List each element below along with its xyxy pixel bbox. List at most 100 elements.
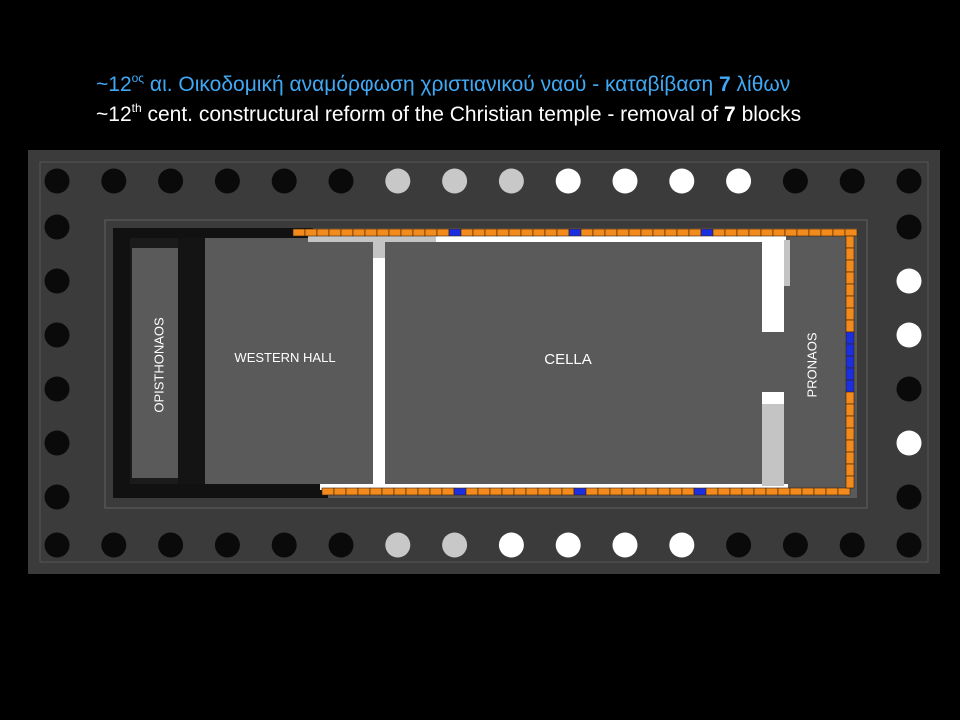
column-south-7 — [385, 532, 411, 558]
opisthonaos-divider — [178, 238, 205, 484]
wall-block-north-37 — [724, 228, 738, 237]
column-north-16 — [896, 168, 922, 194]
opisthonaos-top-wall — [113, 228, 313, 238]
wall-block-east-1 — [845, 235, 855, 249]
wall-block-north-33 — [676, 228, 690, 237]
wall-block-north-12 — [424, 228, 438, 237]
wall-block-north-23 — [556, 228, 570, 237]
column-east-3 — [896, 322, 922, 348]
column-north-2 — [101, 168, 127, 194]
column-north-4 — [214, 168, 240, 194]
column-north-7 — [385, 168, 411, 194]
column-south-11 — [612, 532, 638, 558]
wall-block-south-39 — [777, 487, 791, 496]
wall-block-east-5 — [845, 283, 855, 297]
wall-block-south-24 — [597, 487, 611, 496]
wall-block-south-31 — [681, 487, 695, 496]
wall-block-north-21 — [532, 228, 546, 237]
wall-block-east-9 — [845, 331, 855, 345]
room-label-opisthonaos: OPISTHONAOS — [151, 317, 166, 413]
north-wall — [308, 236, 786, 242]
column-south-15 — [839, 532, 865, 558]
column-north-10 — [555, 168, 581, 194]
column-south-9 — [498, 532, 524, 558]
wall-block-north-8 — [376, 228, 390, 237]
wall-block-east-18 — [845, 439, 855, 453]
column-south-12 — [669, 532, 695, 558]
column-west-1 — [44, 214, 70, 240]
column-south-10 — [555, 532, 581, 558]
column-north-1 — [44, 168, 70, 194]
wall-block-north-41 — [772, 228, 786, 237]
stylobate-outline — [39, 161, 929, 563]
wall-block-south-9 — [417, 487, 431, 496]
column-north-12 — [669, 168, 695, 194]
wall-block-east-7 — [845, 307, 855, 321]
wall-block-south-26 — [621, 487, 635, 496]
wall-block-north-35 — [700, 228, 714, 237]
wall-block-south-27 — [633, 487, 647, 496]
column-west-2 — [44, 268, 70, 294]
wall-block-east-8 — [845, 319, 855, 333]
wall-block-south-13 — [465, 487, 479, 496]
wall-block-north-30 — [640, 228, 654, 237]
wall-block-south-23 — [585, 487, 599, 496]
column-north-8 — [442, 168, 468, 194]
western-hall-partition — [373, 258, 385, 486]
column-south-3 — [158, 532, 184, 558]
wall-block-north-5 — [340, 228, 354, 237]
wall-block-north-28 — [616, 228, 630, 237]
wall-block-south-41 — [801, 487, 815, 496]
wall-block-south-42 — [813, 487, 827, 496]
western-hall-partition-top — [373, 240, 385, 258]
column-south-8 — [442, 532, 468, 558]
column-south-5 — [271, 532, 297, 558]
wall-block-south-40 — [789, 487, 803, 496]
wall-block-east-20 — [845, 463, 855, 477]
column-south-13 — [726, 532, 752, 558]
wall-block-north-6 — [352, 228, 366, 237]
wall-block-south-14 — [477, 487, 491, 496]
column-east-1 — [896, 214, 922, 240]
wall-block-north-45 — [820, 228, 834, 237]
wall-block-south-18 — [525, 487, 539, 496]
wall-block-north-26 — [592, 228, 606, 237]
column-west-5 — [44, 430, 70, 456]
interior-floor — [113, 228, 857, 498]
wall-block-north-20 — [520, 228, 534, 237]
wall-block-north-25 — [580, 228, 594, 237]
wall-block-south-37 — [753, 487, 767, 496]
wall-block-south-11 — [441, 487, 455, 496]
wall-block-south-1 — [321, 487, 335, 496]
wall-block-south-36 — [741, 487, 755, 496]
room-label-cella: CELLA — [544, 351, 592, 368]
wall-block-north-40 — [760, 228, 774, 237]
room-label-pronaos: PRONAOS — [804, 332, 819, 397]
wall-block-north-32 — [664, 228, 678, 237]
wall-block-south-38 — [765, 487, 779, 496]
opisthonaos-inner-panel — [132, 248, 178, 478]
wall-block-south-29 — [657, 487, 671, 496]
wall-block-east-3 — [845, 259, 855, 273]
column-north-13 — [726, 168, 752, 194]
wall-block-south-32 — [693, 487, 707, 496]
cella-platform-outline — [104, 219, 868, 509]
column-north-11 — [612, 168, 638, 194]
wall-block-north-19 — [508, 228, 522, 237]
north-anta — [762, 240, 784, 332]
wall-block-north-3 — [316, 228, 330, 237]
room-label-western-hall: WESTERN HALL — [234, 350, 335, 365]
wall-block-south-5 — [369, 487, 383, 496]
wall-block-south-34 — [717, 487, 731, 496]
wall-block-north-15 — [460, 228, 474, 237]
wall-block-north-42 — [784, 228, 798, 237]
column-north-3 — [158, 168, 184, 194]
wall-block-south-43 — [825, 487, 839, 496]
wall-block-south-10 — [429, 487, 443, 496]
wall-block-east-14 — [845, 391, 855, 405]
wall-block-east-13 — [845, 379, 855, 393]
column-north-14 — [782, 168, 808, 194]
column-north-6 — [328, 168, 354, 194]
wall-block-south-22 — [573, 487, 587, 496]
north-wall-grey — [308, 236, 436, 242]
